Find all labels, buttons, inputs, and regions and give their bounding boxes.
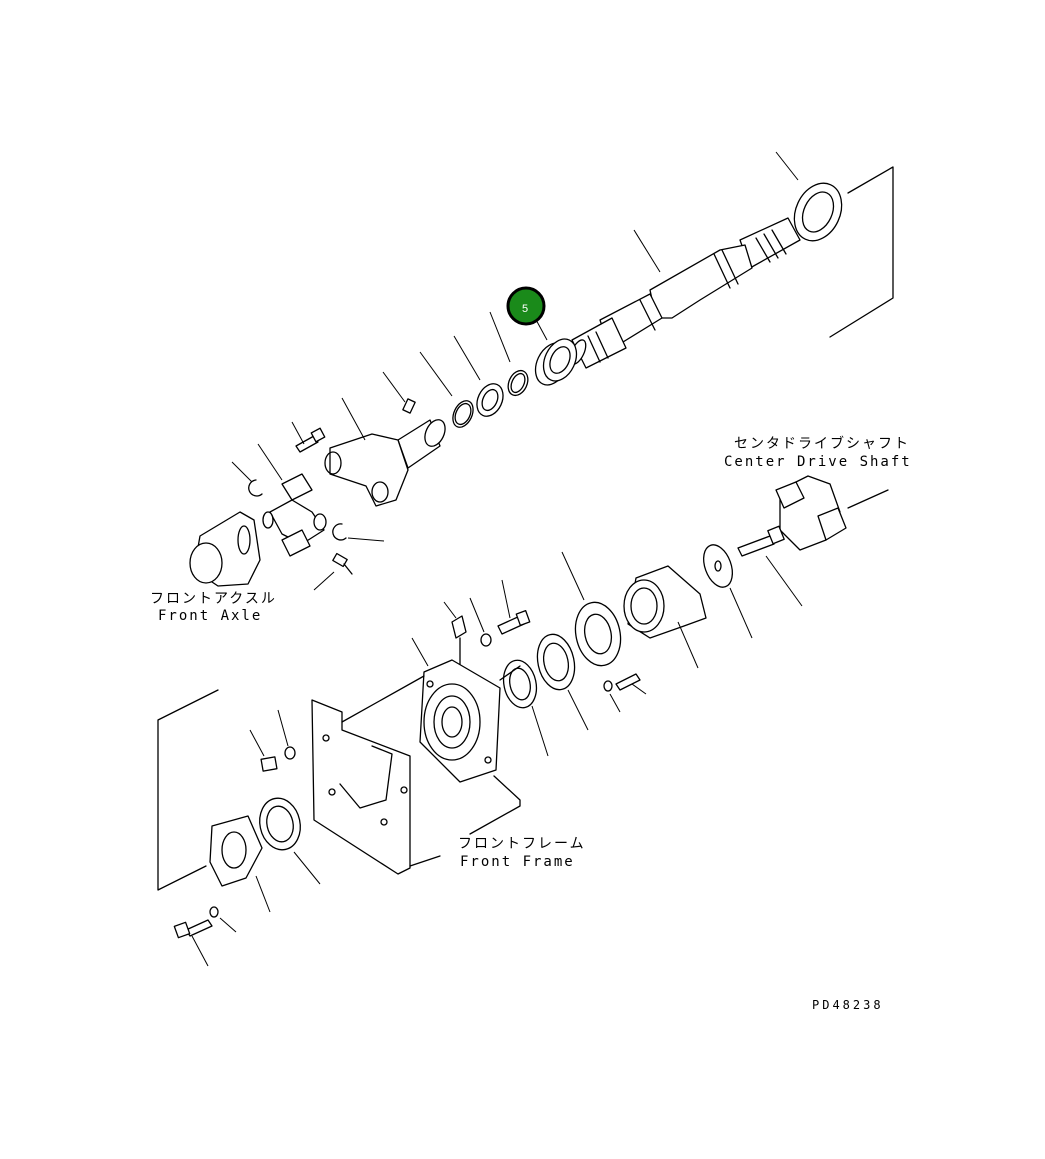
grease-fitting-upper[interactable] (402, 398, 416, 414)
bearing-cup[interactable] (499, 657, 540, 711)
front-frame-plate (311, 665, 521, 875)
seal-ring-large[interactable] (785, 176, 850, 249)
bearing-retainer[interactable] (533, 631, 580, 693)
flange-small-bolt[interactable] (603, 673, 641, 692)
rear-cover[interactable] (209, 815, 263, 887)
o-ring[interactable] (504, 367, 531, 398)
frame-washer[interactable] (284, 746, 296, 760)
bearing-5[interactable] (529, 334, 583, 391)
front-axle-label-jp: フロントアクスル (150, 591, 277, 607)
front-frame-label-en: Front Frame (460, 854, 575, 870)
housing-bolt[interactable] (497, 610, 531, 635)
front-axle-label-en: Front Axle (158, 608, 262, 624)
companion-flange[interactable] (623, 565, 707, 639)
frame-nut[interactable] (260, 756, 278, 772)
flange-washer[interactable] (698, 541, 737, 591)
rear-seal[interactable] (255, 794, 305, 853)
center-drive-shaft-group (189, 151, 894, 591)
center-drive-shaft[interactable] (567, 217, 801, 369)
yoke-bolt[interactable] (295, 427, 326, 453)
center-drive-shaft-label-jp: センタドライブシャフト (734, 435, 910, 452)
cover-bolt[interactable] (173, 906, 219, 939)
front-frame-label-jp: フロントフレーム (458, 836, 586, 852)
front-frame-assembly (157, 551, 707, 967)
housing-washer[interactable] (480, 633, 492, 647)
bearing-housing[interactable] (419, 659, 501, 783)
snap-ring[interactable] (449, 398, 477, 431)
center-drive-shaft-joint (698, 475, 889, 639)
callout-marker[interactable]: 5 (506, 286, 546, 326)
front-axle-flange (189, 511, 261, 587)
flange-bolt[interactable] (737, 525, 785, 557)
yoke[interactable] (324, 417, 449, 507)
grease-nipple[interactable] (451, 615, 467, 671)
center-drive-shaft-label-en: Center Drive Shaft (724, 454, 912, 470)
drawing-code: PD48238 (812, 998, 884, 1012)
retaining-ring[interactable] (472, 380, 508, 421)
grease-fitting-lower[interactable] (332, 552, 353, 575)
oil-seal[interactable] (570, 598, 626, 670)
universal-joint[interactable] (262, 473, 327, 557)
callout-number: 5 (522, 303, 528, 315)
